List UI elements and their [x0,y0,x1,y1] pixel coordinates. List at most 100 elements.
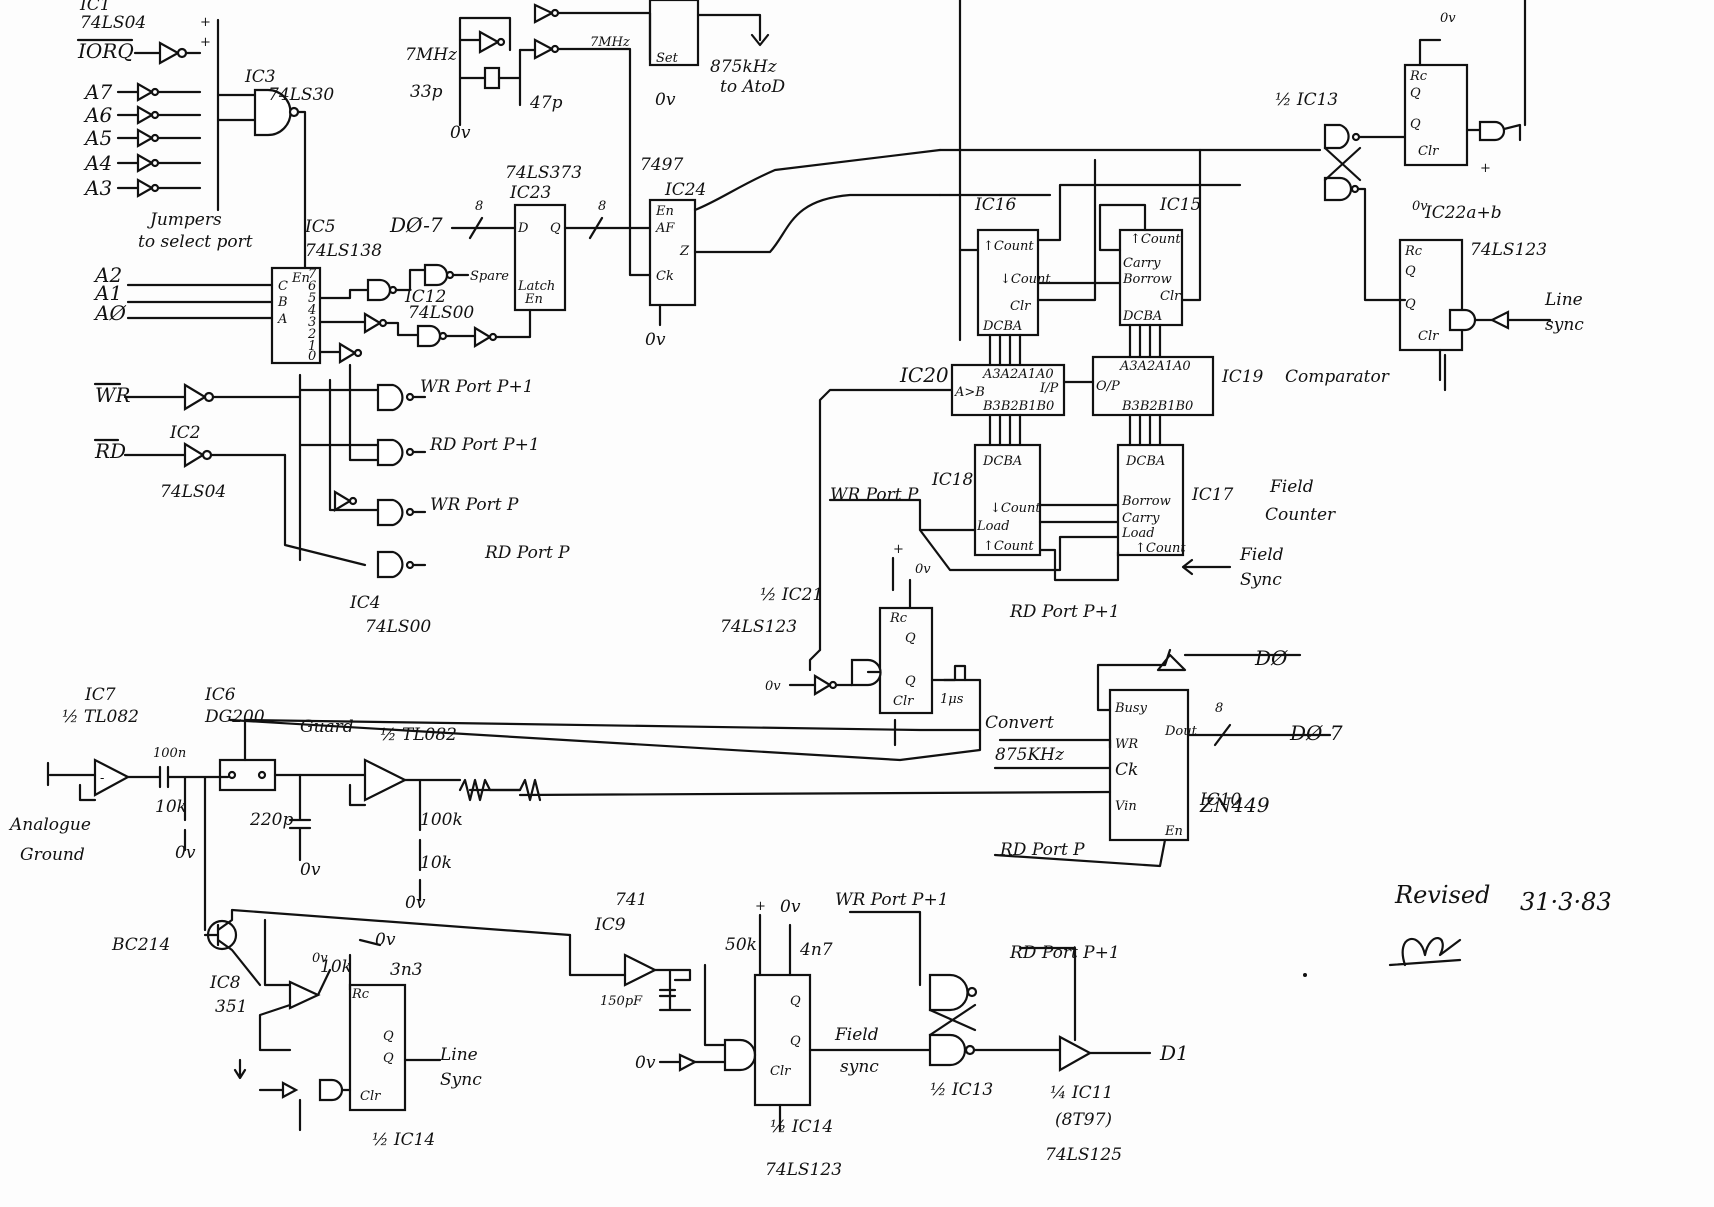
ic5-out-1: 1 [308,339,316,354]
osc-inverter-3 [533,3,555,24]
rd-port-p1-adc: RD Port P+1 [1009,602,1120,622]
rd-port-p1-label: RD Port P+1 [429,435,540,455]
res-100k: 100k [420,810,463,830]
ic1-label: IC1 [79,0,111,15]
ic18-label: IC18 [931,470,974,490]
wr-signal: WR [95,383,131,407]
res-10k-b: 10k [420,853,452,873]
line-sync-out-2: Sync [440,1070,482,1090]
ic13-nand-bottom [1323,176,1353,202]
ic10-en: En [1164,824,1183,839]
line-sync-out-1: Line [439,1045,478,1065]
ic23-pin-latch: Latch [517,279,555,294]
a1-signal: A1 [93,281,122,305]
ic20-a-gt-b: A>B [954,385,985,400]
ic22-0v: 0v [1412,199,1428,214]
ic15-borrow: Borrow [1122,272,1172,287]
trim-resistors [458,778,542,802]
ic21-rc: Rc [889,611,908,626]
ic24-pin-af: AF [655,221,675,236]
ic5-out-7: 7 [308,267,317,282]
ic14-oneshot-a [348,983,407,1112]
ic5-out-3: 3 [308,315,316,330]
ic4-gate-wr-p1 [376,383,404,412]
control-bus [283,363,380,567]
ic9-part: 741 [615,890,647,910]
cap-3n3: 3n3 [390,960,423,980]
ic21-plus: + [893,542,904,557]
ic10-busy: Busy [1114,701,1148,716]
ic14a-label: ½ IC14 [372,1130,435,1150]
rd-port-p1-buffer: RD Port P+1 [1009,943,1120,963]
wr-port-p-label: WR Port P [430,495,519,515]
ic18-down-count: ↓Count [990,501,1041,516]
a5-signal: A5 [83,126,112,150]
ic11-part: 74LS125 [1045,1145,1122,1165]
ic24-label: IC24 [664,180,706,200]
ic22-enable-gate [1478,120,1506,142]
ic23-pin-en: En [524,292,543,307]
ic23-latch-box [513,203,567,312]
ic9-in-0v: 0v [635,1053,656,1073]
guard-0v: 0v [300,860,321,880]
cap-100n: 100n [153,746,186,761]
ic16-up-count: ↑Count [983,239,1034,254]
ic22a-rc: Rc [1409,69,1428,84]
field-sync-out-2: sync [840,1057,879,1077]
ic23-pin-q: Q [550,221,561,236]
ic19-op: O/P [1096,379,1120,394]
ic2-inverter-wr [183,383,208,411]
ic12-gate-a [366,278,392,302]
ic20-a-pins: A3A2A1A0 [982,367,1054,382]
ic23-label: IC23 [509,183,551,203]
ic3-label: IC3 [244,67,276,87]
jumper-plus: + [200,15,211,30]
ic1-inverter [158,41,181,65]
a6-signal: A6 [83,103,112,127]
ic10-ck: Ck [1115,760,1138,780]
ic5-out-4: 4 [307,303,316,318]
field-sync-label-1: Field [1239,545,1284,565]
ic13-nand-top [1323,123,1350,150]
d0-7-adc: DØ-7 [1289,721,1343,745]
ic1-part: 74LS04 [80,13,146,33]
ic16-label: IC16 [974,195,1017,215]
d0-7-bus: DØ-7 [389,213,443,237]
cap-4n7: 4n7 [799,940,833,960]
ic2-part: 74LS04 [160,482,226,502]
line-sync-inverter [1489,310,1510,330]
ic17-load: Load [1121,526,1155,541]
ic8-part: 351 [215,997,247,1017]
ic22b-q: Q [1405,264,1416,279]
analogue-input-2: Ground [20,845,85,865]
latch-enable-wire [494,308,532,339]
ic5-out-2: 2 [307,327,316,342]
ic9-integrator [623,953,658,987]
ic6-label: IC6 [204,685,236,705]
input-0v: 0v [175,843,196,863]
ic10-dout: Dout [1164,724,1198,739]
ic18-load: Load [976,519,1010,534]
ic8-comparator [288,980,321,1010]
ic14-oneshot-b [753,973,812,1107]
cap-33p: 33p [410,82,443,102]
jumpers-note-2: to select port [138,232,253,252]
divider-set: Set [656,51,679,66]
xtal-label: 7MHz [405,45,458,65]
ic5-pin-b: B [277,295,288,310]
feedback-0v: 0v [405,893,426,913]
osc-inverter-1 [478,30,501,54]
7mhz-tag: 7MHz [590,35,630,50]
divider-ff [648,0,700,67]
ic22a-clr: Clr [1418,144,1439,159]
ic13-nand-set [928,973,969,1012]
ic4-gate-rd-p1 [376,438,404,467]
ic21-oneshot [878,606,934,715]
ic14b-0v: 0v [780,897,801,917]
ic12-gate-spare [423,263,449,287]
rd-port-p-label: RD Port P [484,543,570,563]
jumper-to-nand [216,93,257,122]
ic23-pin-d: D [517,221,529,236]
ic5-pin-c: C [278,279,288,294]
